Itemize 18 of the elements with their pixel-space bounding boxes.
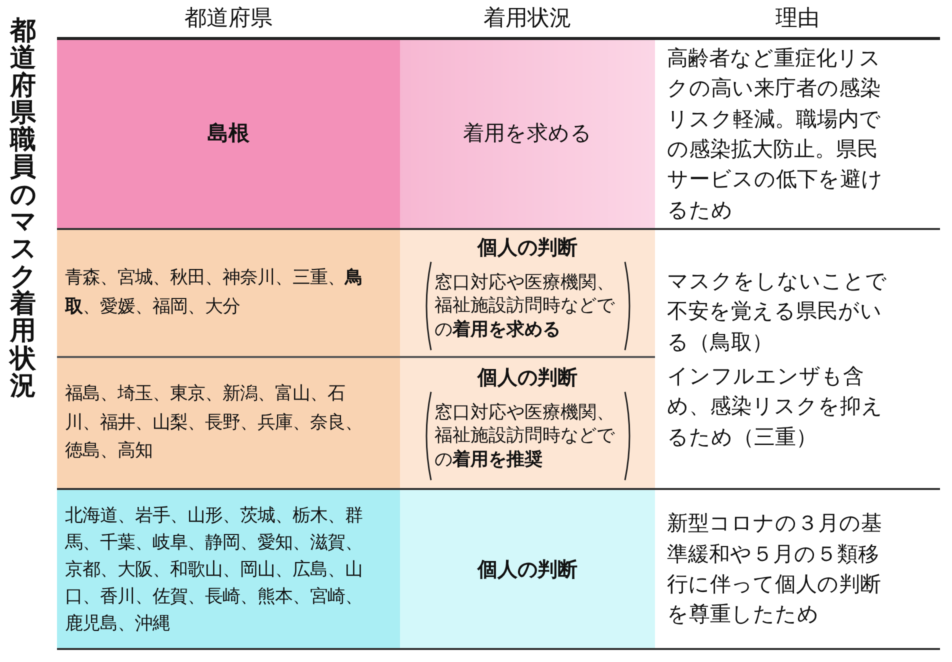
column-header: 理由 xyxy=(776,5,820,33)
reason-text: マスクをしないことで不安を覚える県民がいる（鳥取） xyxy=(667,268,888,356)
prefecture-list: 青森、宮城、秋田、神奈川、三重、鳥取、愛媛、福岡、大分 xyxy=(65,264,365,322)
status-text: 個人の判断 xyxy=(478,556,578,583)
column-header: 着用状況 xyxy=(484,5,572,33)
status-heading: 個人の判断 xyxy=(478,364,578,390)
column-header: 都道府県 xyxy=(184,5,272,33)
status-note: 窓口対応や医療機関、福祉施設訪問時などでの着用を求める xyxy=(434,270,616,342)
prefecture-list: 島根 xyxy=(208,118,250,150)
reason-text: インフルエンザも含め、感染リスクを抑えるため（三重） xyxy=(667,363,884,451)
vertical-title: 都道府県職員のマスク着用状況 xyxy=(10,18,36,400)
status-heading: 個人の判断 xyxy=(478,234,578,260)
status-text: 着用を求める xyxy=(463,120,592,148)
prefecture-list: 北海道、岩手、山形、茨城、栃木、群馬、千葉、岐阜、静岡、愛知、滋賀、京都、大阪、和歌山、岡山、広島、山口、香川、佐賀、長崎、熊本、宮崎、鹿児島、沖縄 xyxy=(65,502,365,636)
status-note: 窓口対応や医療機関、福祉施設訪問時などでの着用を推奨 xyxy=(434,400,616,472)
prefecture-list: 福島、埼玉、東京、新潟、富山、石川、福井、山梨、長野、兵庫、奈良、徳島、高知 xyxy=(65,380,365,466)
reason-text: 新型コロナの３月の基準緩和や５月の５類移行に伴って個人の判断を尊重したため xyxy=(667,510,883,628)
reason-text: 高齢者など重症化リスクの高い来庁者の感染リスク軽減。職場内での感染拡大防止。県民サービスの低下を避けるため xyxy=(667,44,884,224)
